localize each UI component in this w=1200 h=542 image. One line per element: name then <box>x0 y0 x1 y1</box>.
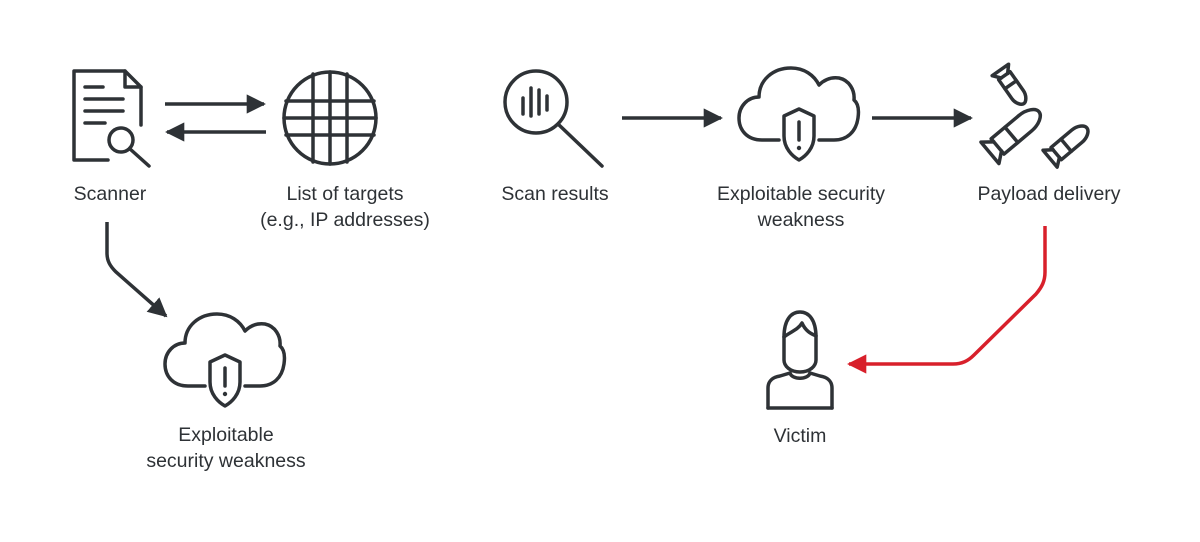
arrow-scanner-to-weakness <box>105 222 168 318</box>
weakness-top-label: Exploitable security weakness <box>717 183 885 231</box>
bombs-icon <box>979 62 1090 169</box>
document-magnifier-icon <box>72 69 151 168</box>
person-icon <box>766 310 834 410</box>
targets-label: List of targets (e.g., IP addresses) <box>260 183 430 231</box>
victim-label: Victim <box>773 425 827 447</box>
magnifier-chart-icon <box>503 69 604 168</box>
payload-label: Payload delivery <box>977 183 1121 205</box>
weakness-bottom-label: Exploitable security weakness <box>146 424 306 472</box>
cloud-shield-icon <box>163 312 287 408</box>
scan-results-label: Scan results <box>501 183 609 205</box>
cloud-shield-icon <box>737 66 861 162</box>
globe-icon <box>282 70 378 166</box>
arrow-payload-to-victim <box>847 226 1047 374</box>
scanner-label: Scanner <box>73 183 147 205</box>
